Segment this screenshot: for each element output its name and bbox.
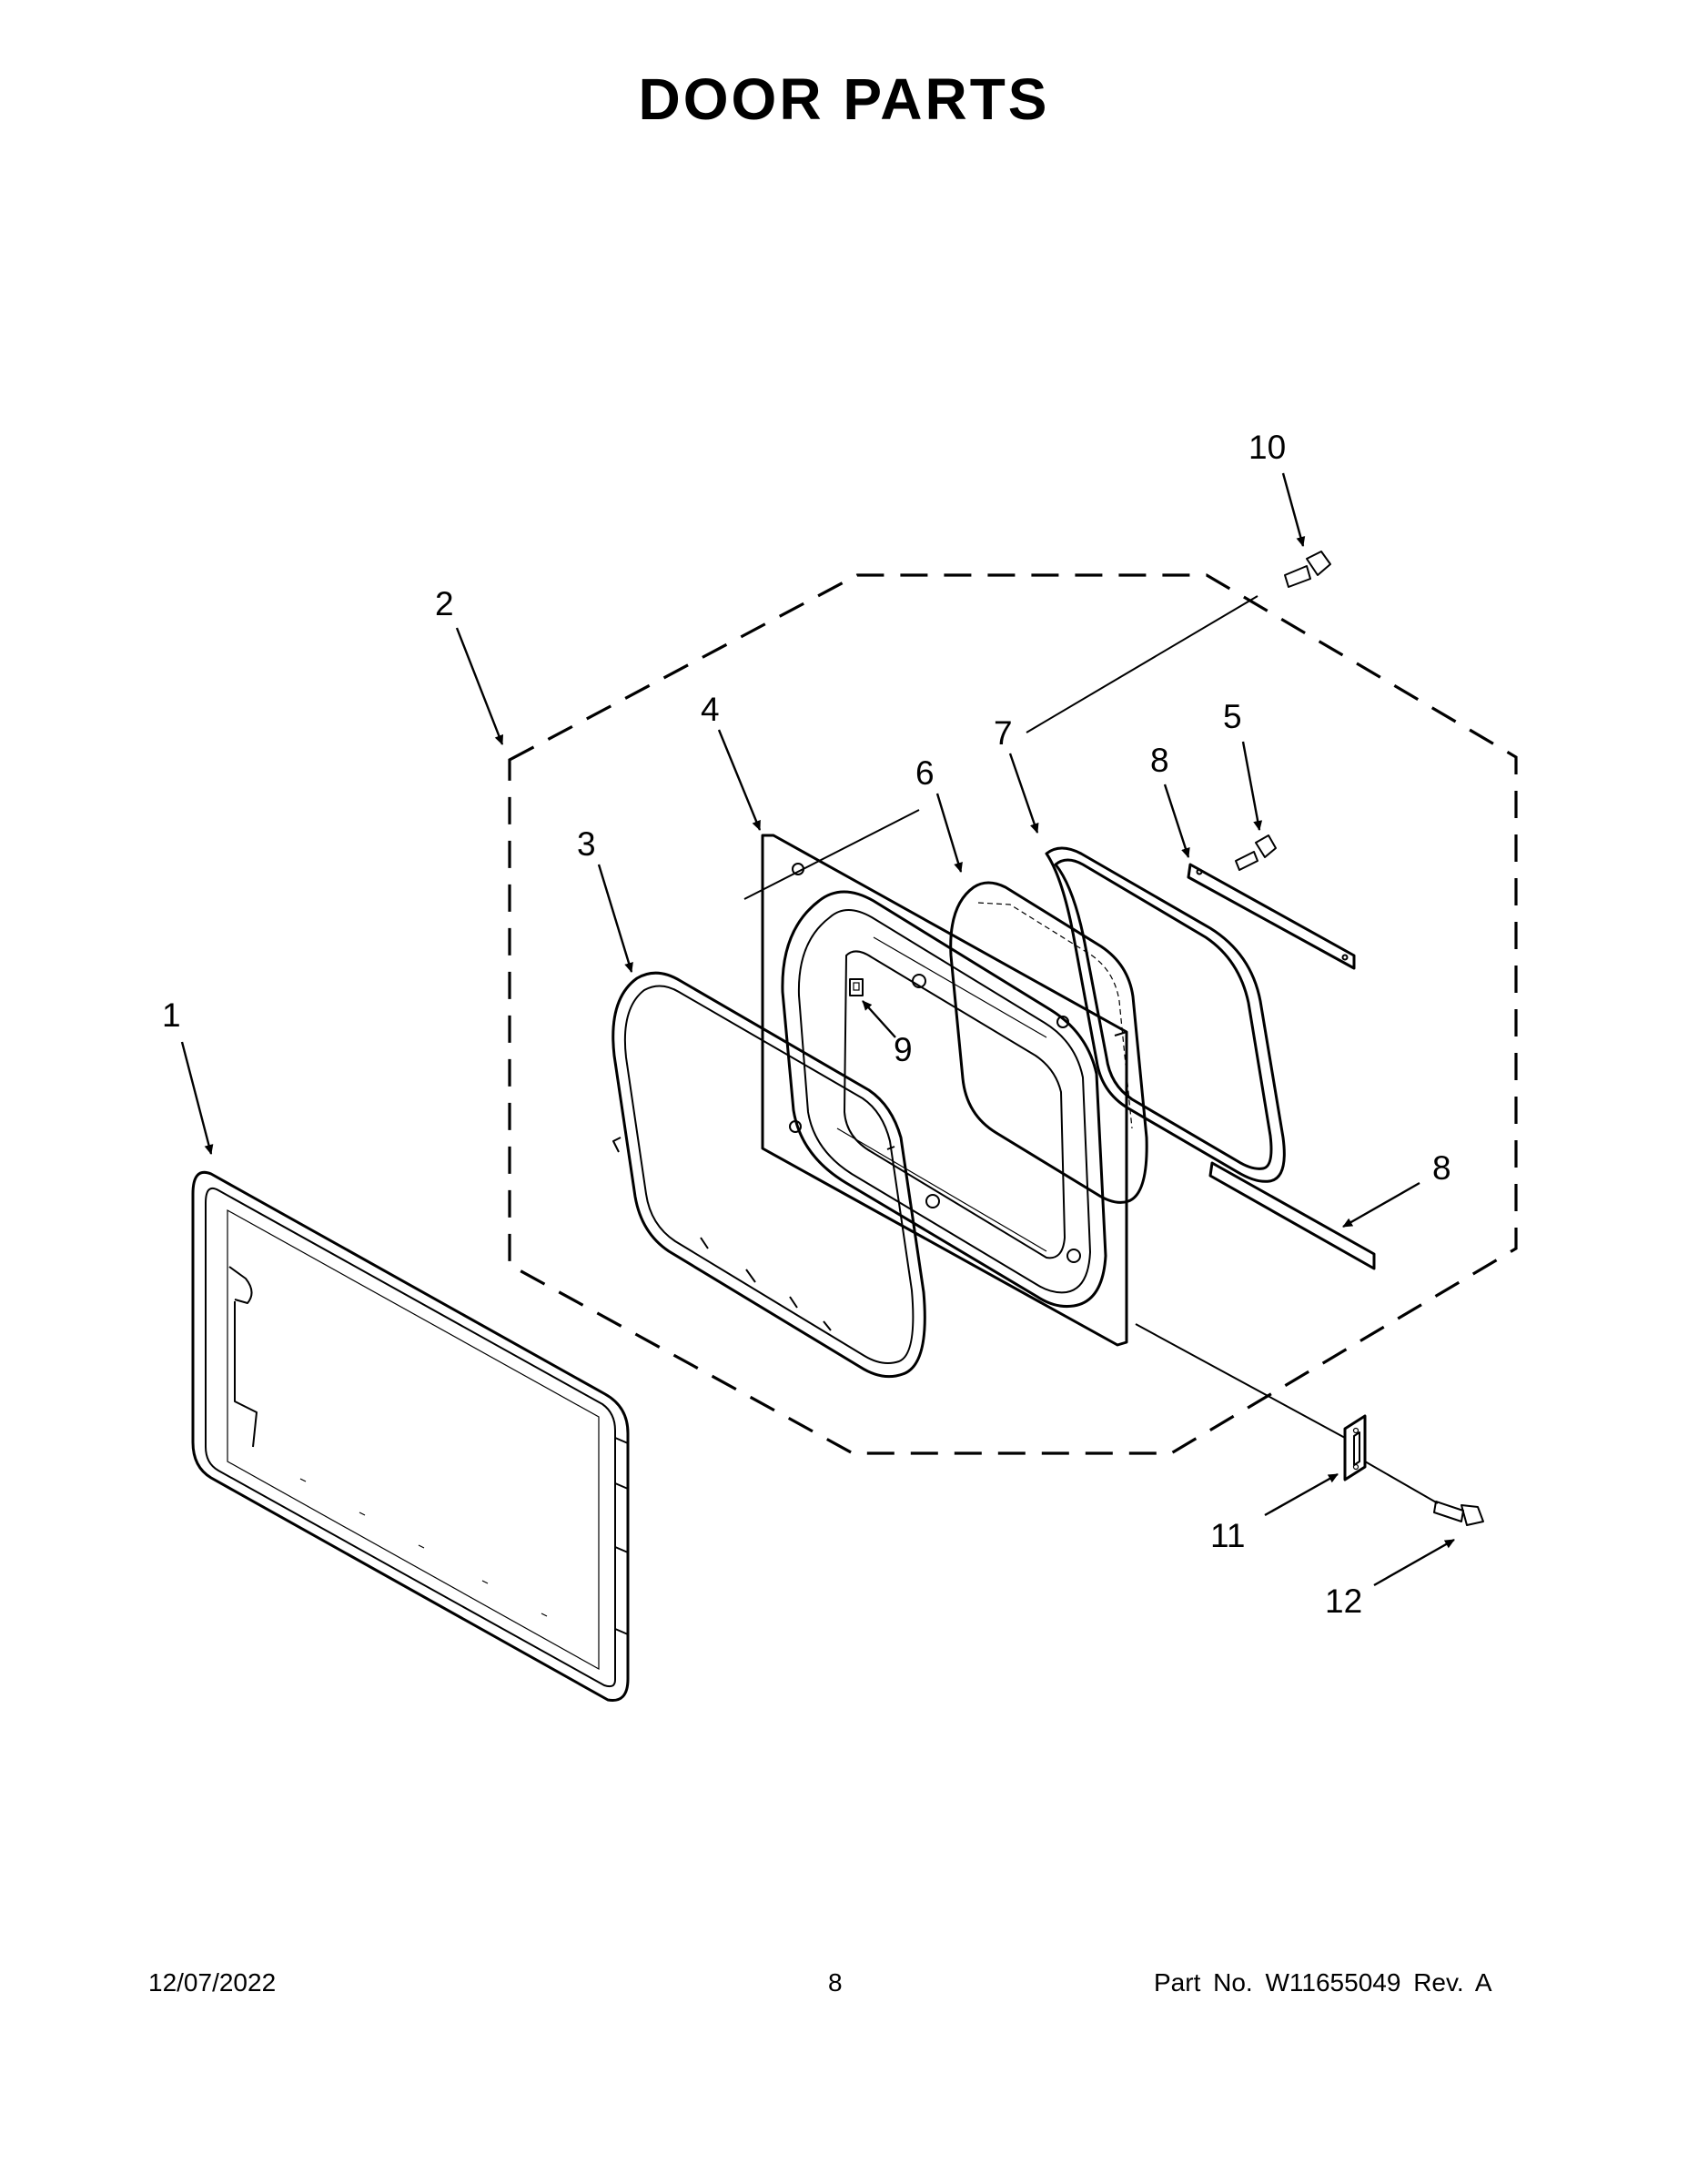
callout-leaders bbox=[180, 472, 1455, 1587]
callout-2: 2 bbox=[435, 585, 454, 622]
assembly-lines bbox=[743, 595, 1439, 1504]
callout-7: 7 bbox=[994, 714, 1013, 752]
footer-date: 12/07/2022 bbox=[148, 1968, 277, 1997]
screw-part-12 bbox=[1433, 1501, 1484, 1526]
callout-12: 12 bbox=[1325, 1582, 1362, 1620]
outer-door-frame-part bbox=[191, 1170, 630, 1703]
callout-8-upper: 8 bbox=[1150, 742, 1169, 779]
door-assembly-boundary bbox=[508, 573, 1518, 1455]
footer-page-number: 8 bbox=[828, 1968, 843, 1997]
retainer-strip-upper-part bbox=[1187, 863, 1356, 970]
retainer-strip-lower-part bbox=[1208, 1161, 1376, 1270]
callout-8-lower: 8 bbox=[1432, 1149, 1451, 1187]
inner-door-panel-part bbox=[761, 834, 1128, 1347]
callout-3: 3 bbox=[577, 825, 596, 863]
door-glass-part bbox=[949, 881, 1148, 1204]
page-title: DOOR PARTS bbox=[638, 66, 1050, 132]
screw-part-10 bbox=[1284, 551, 1331, 588]
callout-6: 6 bbox=[915, 754, 935, 792]
glass-seal-part bbox=[1045, 846, 1286, 1183]
footer-part-number: Part No. W11655049 Rev. A bbox=[1154, 1968, 1492, 1997]
screw-part-5 bbox=[1235, 834, 1277, 871]
callout-1: 1 bbox=[162, 996, 181, 1034]
hinge-part bbox=[1343, 1414, 1367, 1481]
callout-9: 9 bbox=[894, 1031, 913, 1068]
callout-4: 4 bbox=[701, 691, 720, 728]
callout-5: 5 bbox=[1223, 698, 1242, 735]
callout-10: 10 bbox=[1248, 429, 1286, 466]
callout-11: 11 bbox=[1210, 1517, 1245, 1554]
door-switch-part bbox=[849, 978, 864, 996]
door-trim-ring-part bbox=[612, 971, 926, 1379]
